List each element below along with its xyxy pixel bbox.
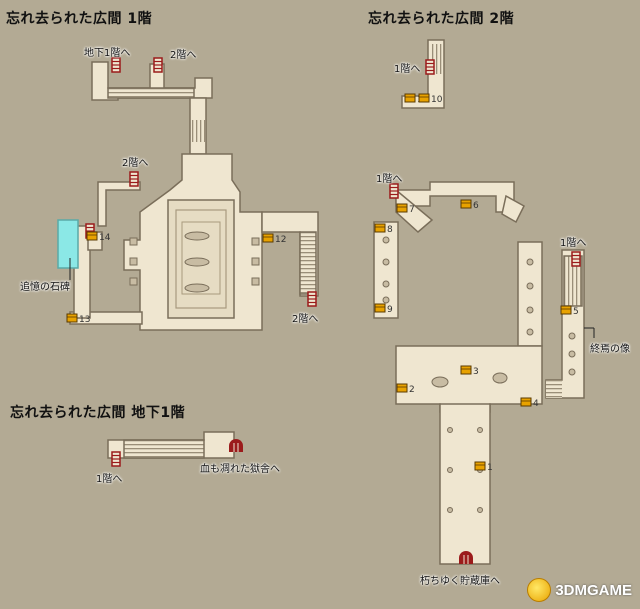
floor2-pillars	[382, 236, 576, 513]
stairs-icon	[571, 251, 581, 267]
chest-number: 7	[409, 205, 415, 215]
label-to-1f-right: 1階へ	[560, 238, 587, 249]
gate-icons	[229, 439, 473, 564]
chest-icon: 7	[396, 203, 415, 215]
stairs-icon	[307, 291, 317, 307]
label-to-2f-top: 2階へ	[170, 50, 197, 61]
chest-icon: 14	[86, 231, 111, 243]
label-to-b1: 地下1階へ	[84, 48, 131, 59]
label-leaders	[69, 258, 595, 338]
chest-number: 9	[387, 305, 393, 315]
label-memorial-stone: 追憶の石碑	[20, 282, 70, 293]
chest-number: 6	[473, 201, 479, 211]
floor2-rooms	[373, 39, 585, 565]
chest-number: 14	[99, 233, 111, 243]
stairs-icon	[153, 57, 163, 73]
gate-icon	[459, 551, 473, 564]
watermark: 3DMGAME	[527, 578, 632, 602]
title-floor2: 忘れ去られた広間 2階	[368, 11, 515, 27]
label-to-1f-basement: 1階へ	[96, 474, 123, 485]
label-to-1f-ring: 1階へ	[376, 174, 403, 185]
label-to-prison: 血も凋れた獄舎へ	[200, 464, 280, 475]
chest-icon: 10	[418, 93, 443, 105]
chest-icon: 6	[460, 199, 479, 211]
chest-icons: 1412131110768953241	[66, 93, 579, 473]
chest-number: 5	[573, 307, 579, 317]
chest-icon: 2	[396, 383, 415, 395]
chest-icon: 8	[374, 223, 393, 235]
floor1-rooms	[57, 61, 319, 331]
basement1-rooms	[107, 431, 235, 459]
chest-number: 4	[533, 399, 539, 409]
title-floor1: 忘れ去られた広間 1階	[6, 11, 153, 27]
gate-icon	[229, 439, 243, 452]
chest-icon: 1	[474, 461, 493, 473]
chest-icon: 5	[560, 305, 579, 317]
chest-number: 2	[409, 385, 415, 395]
chest-number: 10	[431, 95, 443, 105]
stairs-icon	[111, 57, 121, 73]
chest-icon: 3	[460, 365, 479, 377]
title-basement1: 忘れ去られた広間 地下1階	[10, 405, 186, 421]
label-to-2f-left: 2階へ	[122, 158, 149, 169]
label-to-2f-right: 2階へ	[292, 314, 319, 325]
chest-icon: 13	[66, 313, 90, 325]
label-statue: 終焉の像	[590, 344, 630, 355]
chest-icon: 12	[262, 233, 286, 245]
label-to-1f-top: 1階へ	[394, 64, 421, 75]
watermark-logo-icon	[527, 578, 552, 602]
floor1-pillars	[129, 231, 260, 293]
stairs-icons	[85, 57, 581, 467]
chest-icon: 9	[374, 303, 393, 315]
stairs-icon	[425, 59, 435, 75]
stairs-icon	[389, 183, 399, 199]
chest-number: 1	[487, 463, 493, 473]
chest-number: 3	[473, 367, 479, 377]
chest-number: 13	[79, 315, 90, 325]
chest-icon: 4	[520, 397, 539, 409]
label-to-storehouse: 朽ちゆく貯蔵庫へ	[420, 576, 500, 587]
chest-number: 12	[275, 235, 286, 245]
chest-number: 8	[387, 225, 393, 235]
stairs-icon	[111, 451, 121, 467]
watermark-text: 3DMGAME	[555, 581, 632, 599]
stairs-icon	[129, 171, 139, 187]
